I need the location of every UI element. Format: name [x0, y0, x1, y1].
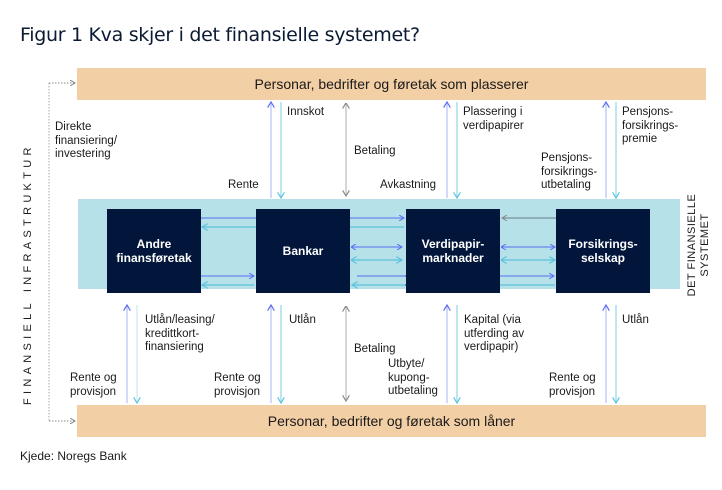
- label-avkastning: Avkastning: [380, 179, 437, 191]
- label-rente-provisjon-3: Rente og provisjon: [549, 372, 596, 398]
- institution-label: Bankar: [282, 244, 324, 258]
- label-betaling-bottom: Betaling: [354, 343, 396, 355]
- financial-system-label-line2: SYSTEMET: [699, 213, 711, 277]
- label-betaling-top: Betaling: [354, 145, 396, 157]
- institution-andre-finansforetak: Andre finansføretak: [107, 209, 201, 293]
- figure-title: Figur 1 Kva skjer i det finansielle syst…: [20, 24, 420, 46]
- label-pensjon-premie: Pensjons- forsikrings- premie: [622, 106, 679, 145]
- financial-system-label-line1: DET FINANSIELLE: [686, 193, 698, 297]
- borrowers-band: Personar, bedrifter og føretak som låner: [77, 405, 706, 437]
- label-innskot: Innskot: [287, 106, 325, 118]
- institution-forsikringsselskap: Forsikrings- selskap: [556, 209, 650, 293]
- institution-label: Verdipapir- marknader: [421, 237, 485, 265]
- label-pensjon-utbetaling: Pensjons- forsikrings- utbetaling: [541, 152, 598, 191]
- label-rente: Rente: [228, 179, 259, 191]
- label-plassering: Plassering i verdipapirer: [463, 106, 524, 132]
- lenders-band-label: Personar, bedrifter og føretak som plass…: [254, 76, 529, 92]
- label-utbyte: Utbyte/ kupong- utbetaling: [388, 358, 438, 397]
- lenders-band: Personar, bedrifter og føretak som plass…: [77, 68, 706, 100]
- label-rente-provisjon-2: Rente og provisjon: [214, 372, 261, 398]
- institution-label: Forsikrings- selskap: [568, 237, 638, 265]
- label-utlan-leasing: Utlån/leasing/ kredittkort- finansiering: [145, 314, 215, 353]
- institution-label: Andre finansføretak: [116, 237, 192, 265]
- source-note: Kjede: Noregs Bank: [20, 449, 127, 463]
- financial-infrastructure-label: FINANSIELL INFRASTRUKTUR: [22, 143, 34, 405]
- label-utlan-2: Utlån: [622, 314, 649, 326]
- label-utlan-1: Utlån: [289, 314, 316, 326]
- label-rente-provisjon-1: Rente og provisjon: [70, 372, 117, 398]
- financial-system-label: DET FINANSIELLE SYSTEMET: [686, 185, 712, 305]
- borrowers-band-label: Personar, bedrifter og føretak som låner: [267, 413, 516, 429]
- institution-bankar: Bankar: [256, 209, 350, 293]
- institution-verdipapirmarknader: Verdipapir- marknader: [406, 209, 500, 293]
- label-kapital: Kapital (via utferding av verdipapir): [464, 314, 525, 353]
- label-direkte-finansiering: Direkte finansiering/ investering: [55, 121, 118, 160]
